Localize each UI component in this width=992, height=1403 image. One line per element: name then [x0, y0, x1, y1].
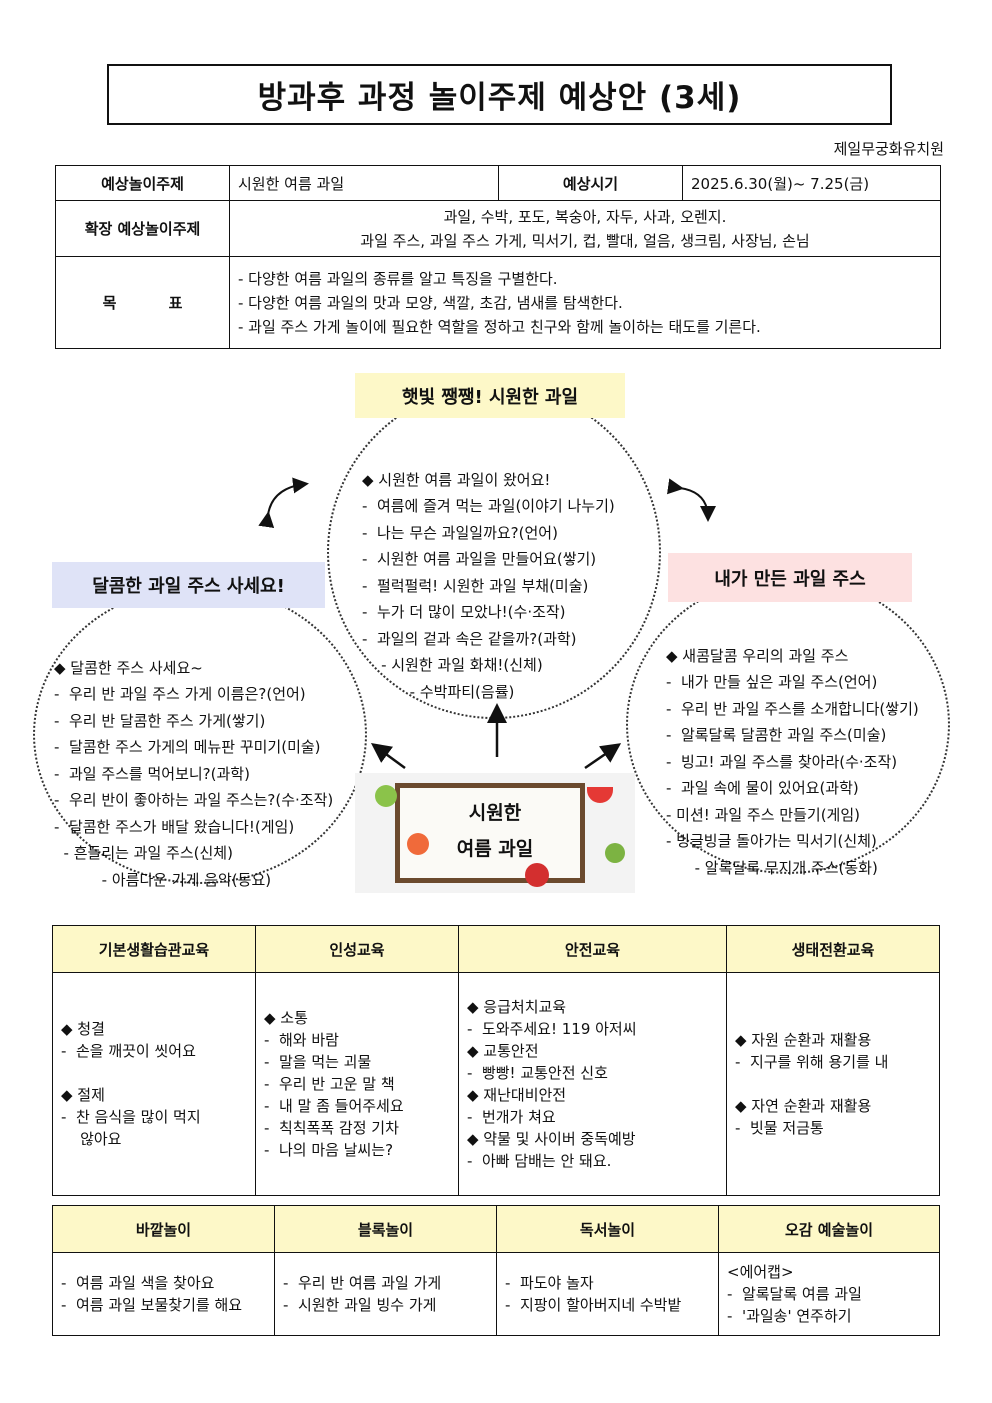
center-line: 시원한	[468, 802, 522, 824]
list-item: - 내가 만들 싶은 과일 주스(언어)	[666, 673, 878, 691]
right-topic-list: ◆ 새콤달콤 우리의 과일 주스 - 내가 만들 싶은 과일 주스(언어) - 우리…	[666, 616, 919, 908]
list-item: - 누가 더 많이 모았나!(수·조작)	[362, 603, 566, 621]
wooden-frame	[395, 783, 585, 883]
list-item: - 과일 속에 물이 있어요(과학)	[666, 779, 859, 797]
list-item: - 수박파티(음률)	[362, 682, 515, 701]
edu-header: 기본생활습관교육	[52, 925, 256, 973]
list-item: ◆ 시원한 여름 과일이 왔어요!	[362, 470, 551, 489]
edu-header: 안전교육	[458, 925, 727, 973]
kiwi-icon	[375, 785, 397, 807]
apple-icon	[525, 863, 549, 887]
theme-label: 예상놀이주제	[55, 165, 230, 201]
play-header: 바깥놀이	[52, 1205, 275, 1253]
right-topic-title: 내가 만든 과일 주스	[668, 553, 912, 602]
list-item: - 흔들리는 과일 주스(신체)	[54, 844, 233, 862]
period-label: 예상시기	[498, 165, 683, 201]
list-item: - 시원한 여름 과일을 만들어요(쌓기)	[362, 550, 597, 568]
list-item: - 알록달록 무지개 주스(동화)	[666, 858, 878, 877]
center-theme-text: 시원한 여름 과일	[425, 795, 565, 867]
top-topic-title: 햇빛 쨍쨍! 시원한 과일	[355, 373, 625, 418]
list-item: - 여름에 즐겨 먹는 과일(이야기 나누기)	[362, 497, 615, 515]
list-item: - 우리 반이 좋아하는 과일 주스는?(수·조작)	[54, 791, 334, 809]
ext-line: 과일, 수박, 포도, 복숭아, 자두, 사과, 오렌지.	[443, 207, 727, 226]
center-theme-image: 시원한 여름 과일	[355, 773, 635, 893]
list-item: - 우리 반 과일 주스를 소개합니다(쌓기)	[666, 699, 919, 718]
play-header: 독서놀이	[496, 1205, 719, 1253]
list-item: - 미션! 과일 주스 만들기(게임)	[666, 805, 861, 824]
center-line: 여름 과일	[456, 838, 534, 860]
list-item: - 빙글빙글 돌아가는 믹서기(신체)	[666, 832, 877, 850]
goal-item: - 과일 주스 가게 놀이에 필요한 역할을 정하고 친구와 함께 놀이하는 태…	[238, 317, 761, 336]
curved-arrow-icon	[666, 478, 716, 522]
organization-name: 제일무궁화유치원	[833, 140, 944, 158]
list-item: - 아름다운 가게 음악(동요)	[54, 870, 272, 889]
goal-item: - 다양한 여름 과일의 맛과 모양, 색깔, 초감, 냄새를 탐색한다.	[238, 293, 623, 312]
ext-theme-value: 과일, 수박, 포도, 복숭아, 자두, 사과, 오렌지. 과일 주스, 과일 …	[229, 200, 941, 257]
play-cell: - 우리 반 여름 과일 가게 - 시원한 과일 빙수 가게	[274, 1252, 497, 1336]
edu-header: 생태전환교육	[726, 925, 940, 973]
list-item: - 펄럭펄럭! 시원한 과일 부채(미술)	[362, 576, 589, 595]
left-topic-list: ◆ 달콤한 주스 사세요~ - 우리 반 과일 주스 가게 이름은?(언어) - 우…	[54, 628, 333, 920]
edu-cell: ◆ 자원 순환과 재활용 - 지구를 위해 용기를 내 ◆ 자연 순환과 재활용…	[726, 972, 940, 1196]
goal-label: 목 표	[55, 256, 230, 349]
top-topic-list: ◆ 시원한 여름 과일이 왔어요! - 여름에 즐겨 먹는 과일(이야기 나누기)…	[362, 440, 615, 732]
list-item: - 과일 주스를 먹어보니?(과학)	[54, 764, 250, 783]
kiwi-icon	[605, 843, 625, 863]
education-table: 기본생활습관교육 인성교육 안전교육 생태전환교육 ◆ 청결 - 손을 깨끗이 …	[52, 925, 940, 1196]
play-table: 바깥놀이 블록놀이 독서놀이 오감 예술놀이 - 여름 과일 색을 찾아요 - …	[52, 1205, 940, 1336]
curved-arrow-icon	[258, 477, 309, 529]
play-cell: - 파도야 놀자 - 지팡이 할아버지네 수박밭	[496, 1252, 719, 1336]
period-value: 2025.6.30(월)~ 7.25(금)	[682, 165, 941, 201]
list-item: - 달콤한 주스 가게의 메뉴판 꾸미기(미술)	[54, 738, 321, 756]
orange-slice-icon	[407, 833, 429, 855]
page-title: 방과후 과정 놀이주제 예상안 (3세)	[107, 64, 892, 125]
list-item: - 우리 반 과일 주스 가게 이름은?(언어)	[54, 685, 306, 703]
list-item: - 빙고! 과일 주스를 찾아라(수·조작)	[666, 752, 898, 771]
arrow-right-icon	[584, 743, 622, 770]
edu-cell: ◆ 청결 - 손을 깨끗이 씻어요 ◆ 절제 - 찬 음식을 많이 먹지 않아요	[52, 972, 256, 1196]
play-cell: - 여름 과일 색을 찾아요 - 여름 과일 보물찾기를 해요	[52, 1252, 275, 1336]
list-item: ◆ 달콤한 주스 사세요~	[54, 658, 203, 677]
watermelon-icon	[587, 787, 613, 803]
list-item: - 우리 반 달콤한 주스 가게(쌓기)	[54, 711, 266, 730]
play-header: 블록놀이	[274, 1205, 497, 1253]
edu-cell: ◆ 응급처치교육 - 도와주세요! 119 아저씨 ◆ 교통안전 - 빵빵! 교…	[458, 972, 727, 1196]
list-item: - 시원한 과일 화채!(신체)	[362, 656, 543, 674]
list-item: - 달콤한 주스가 배달 왔습니다!(게임)	[54, 817, 295, 836]
edu-cell: ◆ 소통 - 해와 바람 - 말을 먹는 괴물 - 우리 반 고운 말 책 - …	[255, 972, 459, 1196]
list-item: ◆ 새콤달콤 우리의 과일 주스	[666, 646, 849, 665]
goal-item: - 다양한 여름 과일의 종류를 알고 특징을 구별한다.	[238, 269, 558, 288]
left-topic-title: 달콤한 과일 주스 사세요!	[52, 562, 325, 608]
list-item: - 알록달록 달콤한 과일 주스(미술)	[666, 726, 887, 744]
arrow-left-icon	[370, 743, 406, 770]
edu-header: 인성교육	[255, 925, 459, 973]
ext-line: 과일 주스, 과일 주스 가게, 믹서기, 컵, 빨대, 얼음, 생크림, 사장…	[360, 231, 810, 250]
goal-value: - 다양한 여름 과일의 종류를 알고 특징을 구별한다. - 다양한 여름 과…	[229, 256, 941, 349]
connector-arrows	[258, 477, 716, 770]
list-item: - 나는 무슨 과일일까요?(언어)	[362, 523, 558, 542]
list-item: - 과일의 겉과 속은 같을까?(과학)	[362, 629, 577, 648]
play-header: 오감 예술놀이	[718, 1205, 940, 1253]
play-cell: <에어캡> - 알록달록 여름 과일 - '과일송' 연주하기	[718, 1252, 940, 1336]
info-table: 예상놀이주제 시원한 여름 과일 예상시기 2025.6.30(월)~ 7.25…	[55, 165, 941, 349]
